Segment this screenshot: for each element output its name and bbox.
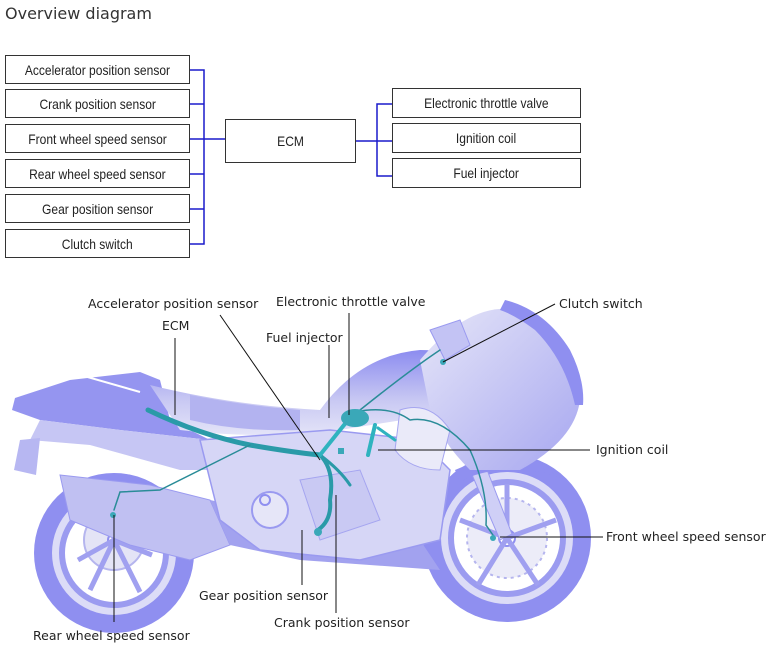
box-label: Crank position sensor	[39, 95, 156, 112]
callout-accelerator-position-sensor: Accelerator position sensor	[88, 296, 259, 311]
callout-rear-wheel-speed-sensor: Rear wheel speed sensor	[33, 628, 190, 643]
input-box-front-wheel-speed-sensor: Front wheel speed sensor	[5, 124, 190, 153]
leader-clutch-switch	[442, 303, 556, 363]
callout-clutch-switch: Clutch switch	[559, 296, 643, 311]
callout-crank-position-sensor: Crank position sensor	[274, 615, 410, 630]
box-label: Gear position sensor	[41, 200, 154, 217]
input-box-clutch-switch: Clutch switch	[5, 229, 190, 258]
box-label: Clutch switch	[62, 235, 133, 252]
engine	[199, 429, 451, 561]
box-label: Electronic throttle valve	[424, 95, 549, 111]
box-label: ECM	[277, 133, 304, 149]
output-box-electronic-throttle-valve: Electronic throttle valve	[392, 88, 581, 118]
harness-components	[110, 359, 496, 541]
input-box-gear-position-sensor: Gear position sensor	[5, 194, 190, 223]
box-label: Accelerator position sensor	[24, 61, 171, 78]
page-title: Overview diagram	[5, 4, 152, 23]
front-wheel	[423, 454, 591, 622]
output-box-fuel-injector: Fuel injector	[392, 158, 581, 188]
box-label: Rear wheel speed sensor	[29, 165, 166, 182]
input-box-rear-wheel-speed-sensor: Rear wheel speed sensor	[5, 159, 190, 188]
callout-ecm: ECM	[162, 318, 190, 333]
callout-front-wheel-speed-sensor: Front wheel speed sensor	[606, 529, 766, 544]
callout-electronic-throttle-valve: Electronic throttle valve	[276, 294, 426, 309]
input-box-crank-position-sensor: Crank position sensor	[5, 89, 190, 118]
box-label: Front wheel speed sensor	[28, 130, 167, 147]
connector-line	[376, 103, 392, 177]
leader-lines	[113, 303, 603, 622]
output-box-ignition-coil: Ignition coil	[392, 123, 581, 153]
callout-fuel-injector: Fuel injector	[266, 330, 343, 345]
leader-accelerator-position-sensor	[219, 314, 321, 461]
input-box-accelerator-position-sensor: Accelerator position sensor	[5, 55, 190, 84]
box-label: Ignition coil	[456, 130, 517, 146]
box-label: Fuel injector	[453, 165, 520, 181]
block-connectors	[190, 69, 392, 245]
callout-ignition-coil: Ignition coil	[596, 442, 669, 457]
callout-gear-position-sensor: Gear position sensor	[199, 588, 329, 603]
connector-line	[190, 69, 205, 245]
ecm-box: ECM	[225, 119, 356, 163]
